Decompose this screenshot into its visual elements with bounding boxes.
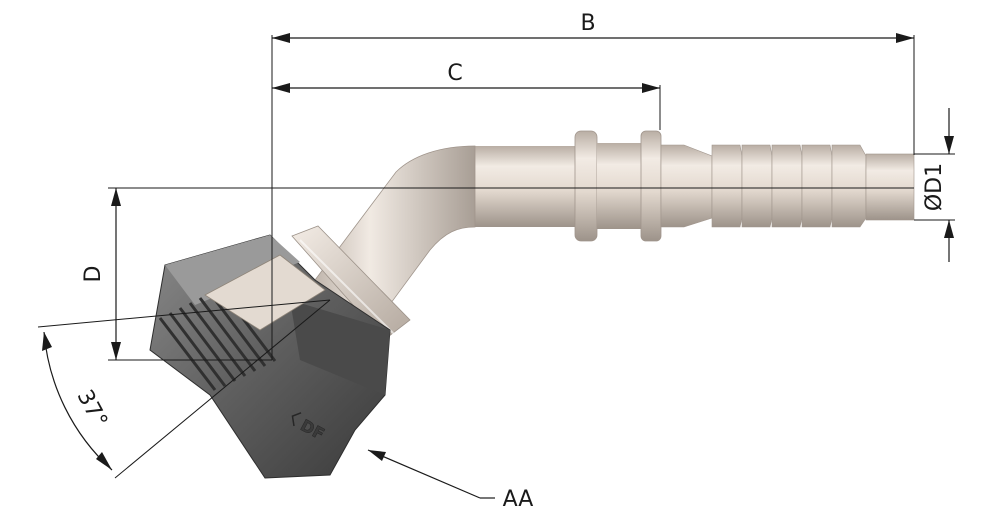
fitting-illustration: DF xyxy=(149,130,915,479)
dimension-label-D1: ØD1 xyxy=(922,163,947,211)
leader-AA: AA xyxy=(367,449,534,512)
dimension-D1: ØD1 xyxy=(914,108,955,262)
leader-label-AA: AA xyxy=(503,487,534,512)
barbs xyxy=(660,144,915,228)
hose-tail xyxy=(475,130,915,242)
swivel-nut: DF xyxy=(149,234,391,479)
dimension-label-angle: 37° xyxy=(72,386,112,432)
dimension-B: B xyxy=(272,11,914,43)
threads xyxy=(158,287,277,391)
dimension-label-C: C xyxy=(447,61,462,86)
dimension-label-D: D xyxy=(81,266,106,283)
dimension-C: C xyxy=(272,61,660,93)
dimension-D: D xyxy=(81,187,914,361)
dimension-label-B: B xyxy=(580,11,595,36)
